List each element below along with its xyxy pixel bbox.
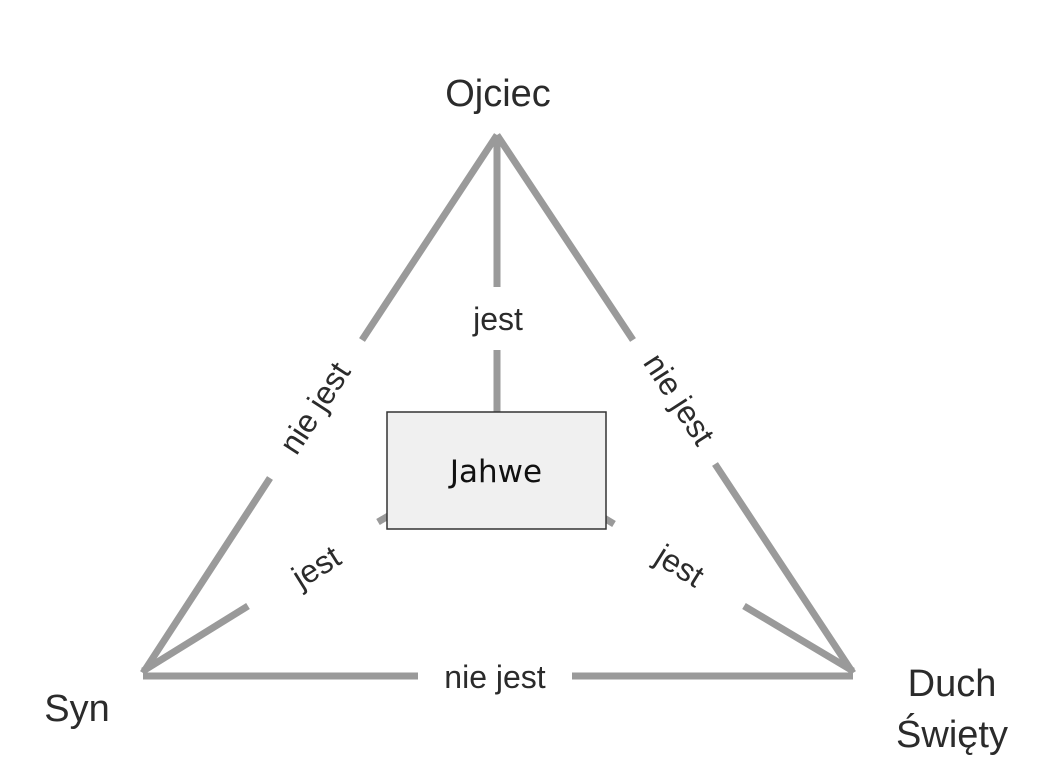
node-label-swiety: Święty xyxy=(896,711,1008,756)
edge-label-top-left: nie jest xyxy=(272,356,357,461)
center-label: Jahwe xyxy=(448,454,542,490)
edge-top-left-lower xyxy=(140,476,273,675)
node-label-syn: Syn xyxy=(44,688,109,730)
edge-label-center-right: jest xyxy=(648,537,710,595)
node-label-duch: Duch xyxy=(908,663,997,705)
edge-top-right-upper xyxy=(494,133,636,342)
edge-label-top-right: nie jest xyxy=(637,347,722,452)
node-label-ojciec: Ojciec xyxy=(445,73,551,115)
edge-label-bottom: nie jest xyxy=(444,659,546,695)
edge-label-center-top: jest xyxy=(472,301,523,337)
edge-top-left-upper xyxy=(359,133,500,342)
spoke-left-outer xyxy=(141,603,250,674)
center-box xyxy=(386,411,607,530)
edge-label-center-left: jest xyxy=(285,538,347,596)
spoke-right-outer xyxy=(742,602,855,675)
edge-top-right-lower xyxy=(712,462,856,675)
